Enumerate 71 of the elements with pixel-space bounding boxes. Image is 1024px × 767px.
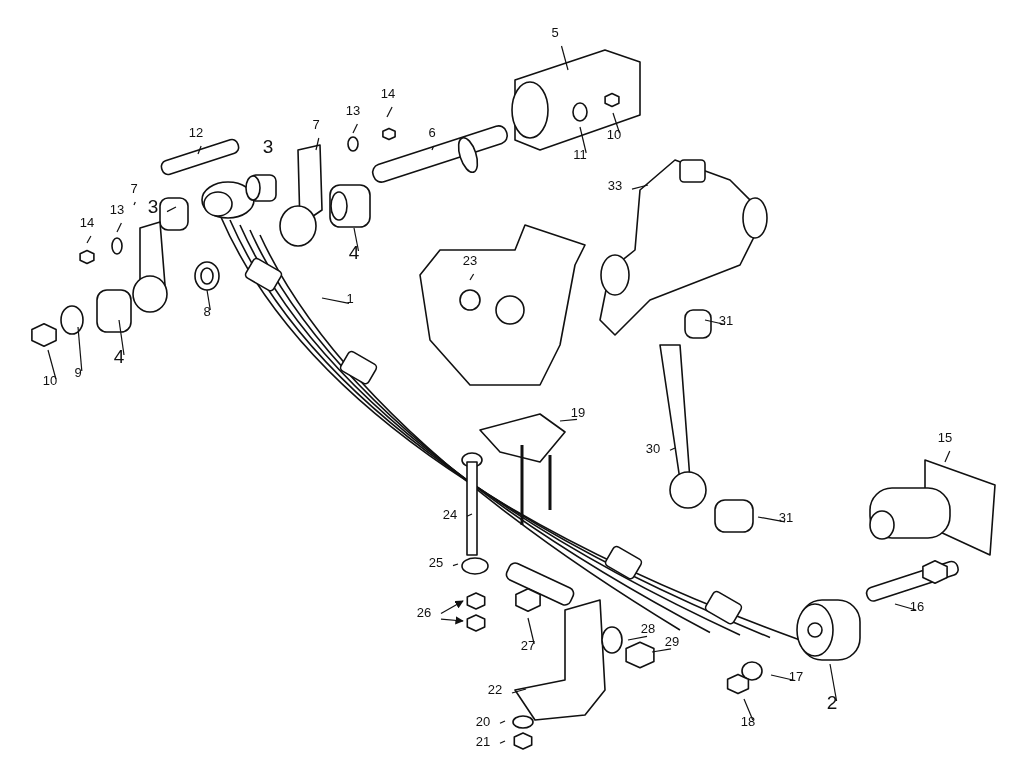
callout-number: 8 [202,304,212,318]
leader-line [386,106,393,118]
leader-arrow [440,600,464,614]
callout-number: 13 [108,202,126,216]
leader-line [527,617,535,645]
callout-number: 23 [461,253,479,267]
leader-line [894,603,917,611]
callout-number: 29 [663,634,681,648]
callout-number: 28 [639,621,657,635]
leader-arrow [440,616,464,625]
leader-line [560,45,569,71]
callout-number: 31 [717,313,735,327]
callout-number: 33 [606,178,624,192]
callout-number: 4 [112,346,126,366]
leader-line [197,145,202,155]
callout-number: 19 [569,405,587,419]
leader-line [466,513,473,517]
leader-line [499,720,506,724]
callout-number: 1 [345,291,355,305]
leader-line [353,227,360,252]
callout-number: 26 [415,605,433,619]
callout-number: 15 [936,430,954,444]
callout-number: 7 [311,117,321,131]
leader-line [743,698,754,721]
leader-line [321,297,350,304]
callout-number: 3 [146,196,160,216]
callout-number: 13 [344,103,362,117]
callout-number: 27 [519,638,537,652]
leader-line [651,648,672,653]
callout-number: 4 [347,242,361,262]
callout-number: 22 [486,682,504,696]
leader-line [627,635,648,641]
callout-number: 14 [78,215,96,229]
leader-line [166,206,177,213]
callout-number: 10 [41,373,59,387]
callout-number: 16 [908,599,926,613]
leader-line [669,447,676,451]
callout-number: 10 [605,127,623,141]
leader-line [352,123,358,134]
callout-number: 20 [474,714,492,728]
leader-line [511,688,527,694]
leader-line [469,273,475,281]
leader-line [315,137,320,151]
callout-number: 3 [262,136,274,156]
callout-number: 9 [73,365,83,379]
leader-line [116,222,122,233]
callout-number: 30 [644,441,662,455]
callout-number: 6 [427,125,437,139]
callout-number: 12 [187,125,205,139]
callout-number: 21 [474,734,492,748]
callout-number: 14 [379,86,397,100]
callout-number: 25 [427,555,445,569]
callout-number: 2 [825,692,839,712]
leader-line [206,289,211,311]
callout-number: 17 [787,669,805,683]
callout-number: 18 [739,714,757,728]
leader-line [452,563,459,567]
leader-line [944,450,951,463]
callout-number: 5 [550,25,560,39]
callout-number: 24 [441,507,459,521]
leader-line [579,126,587,154]
leader-line [499,740,506,744]
leader-line [431,145,435,151]
leader-line [86,235,92,244]
callout-number: 7 [129,181,139,195]
leader-line [133,201,136,206]
leader-line [559,418,578,422]
leader-line [631,184,649,190]
leader-line [118,319,125,356]
leader-line [77,326,83,372]
callout-number: 11 [572,147,588,161]
